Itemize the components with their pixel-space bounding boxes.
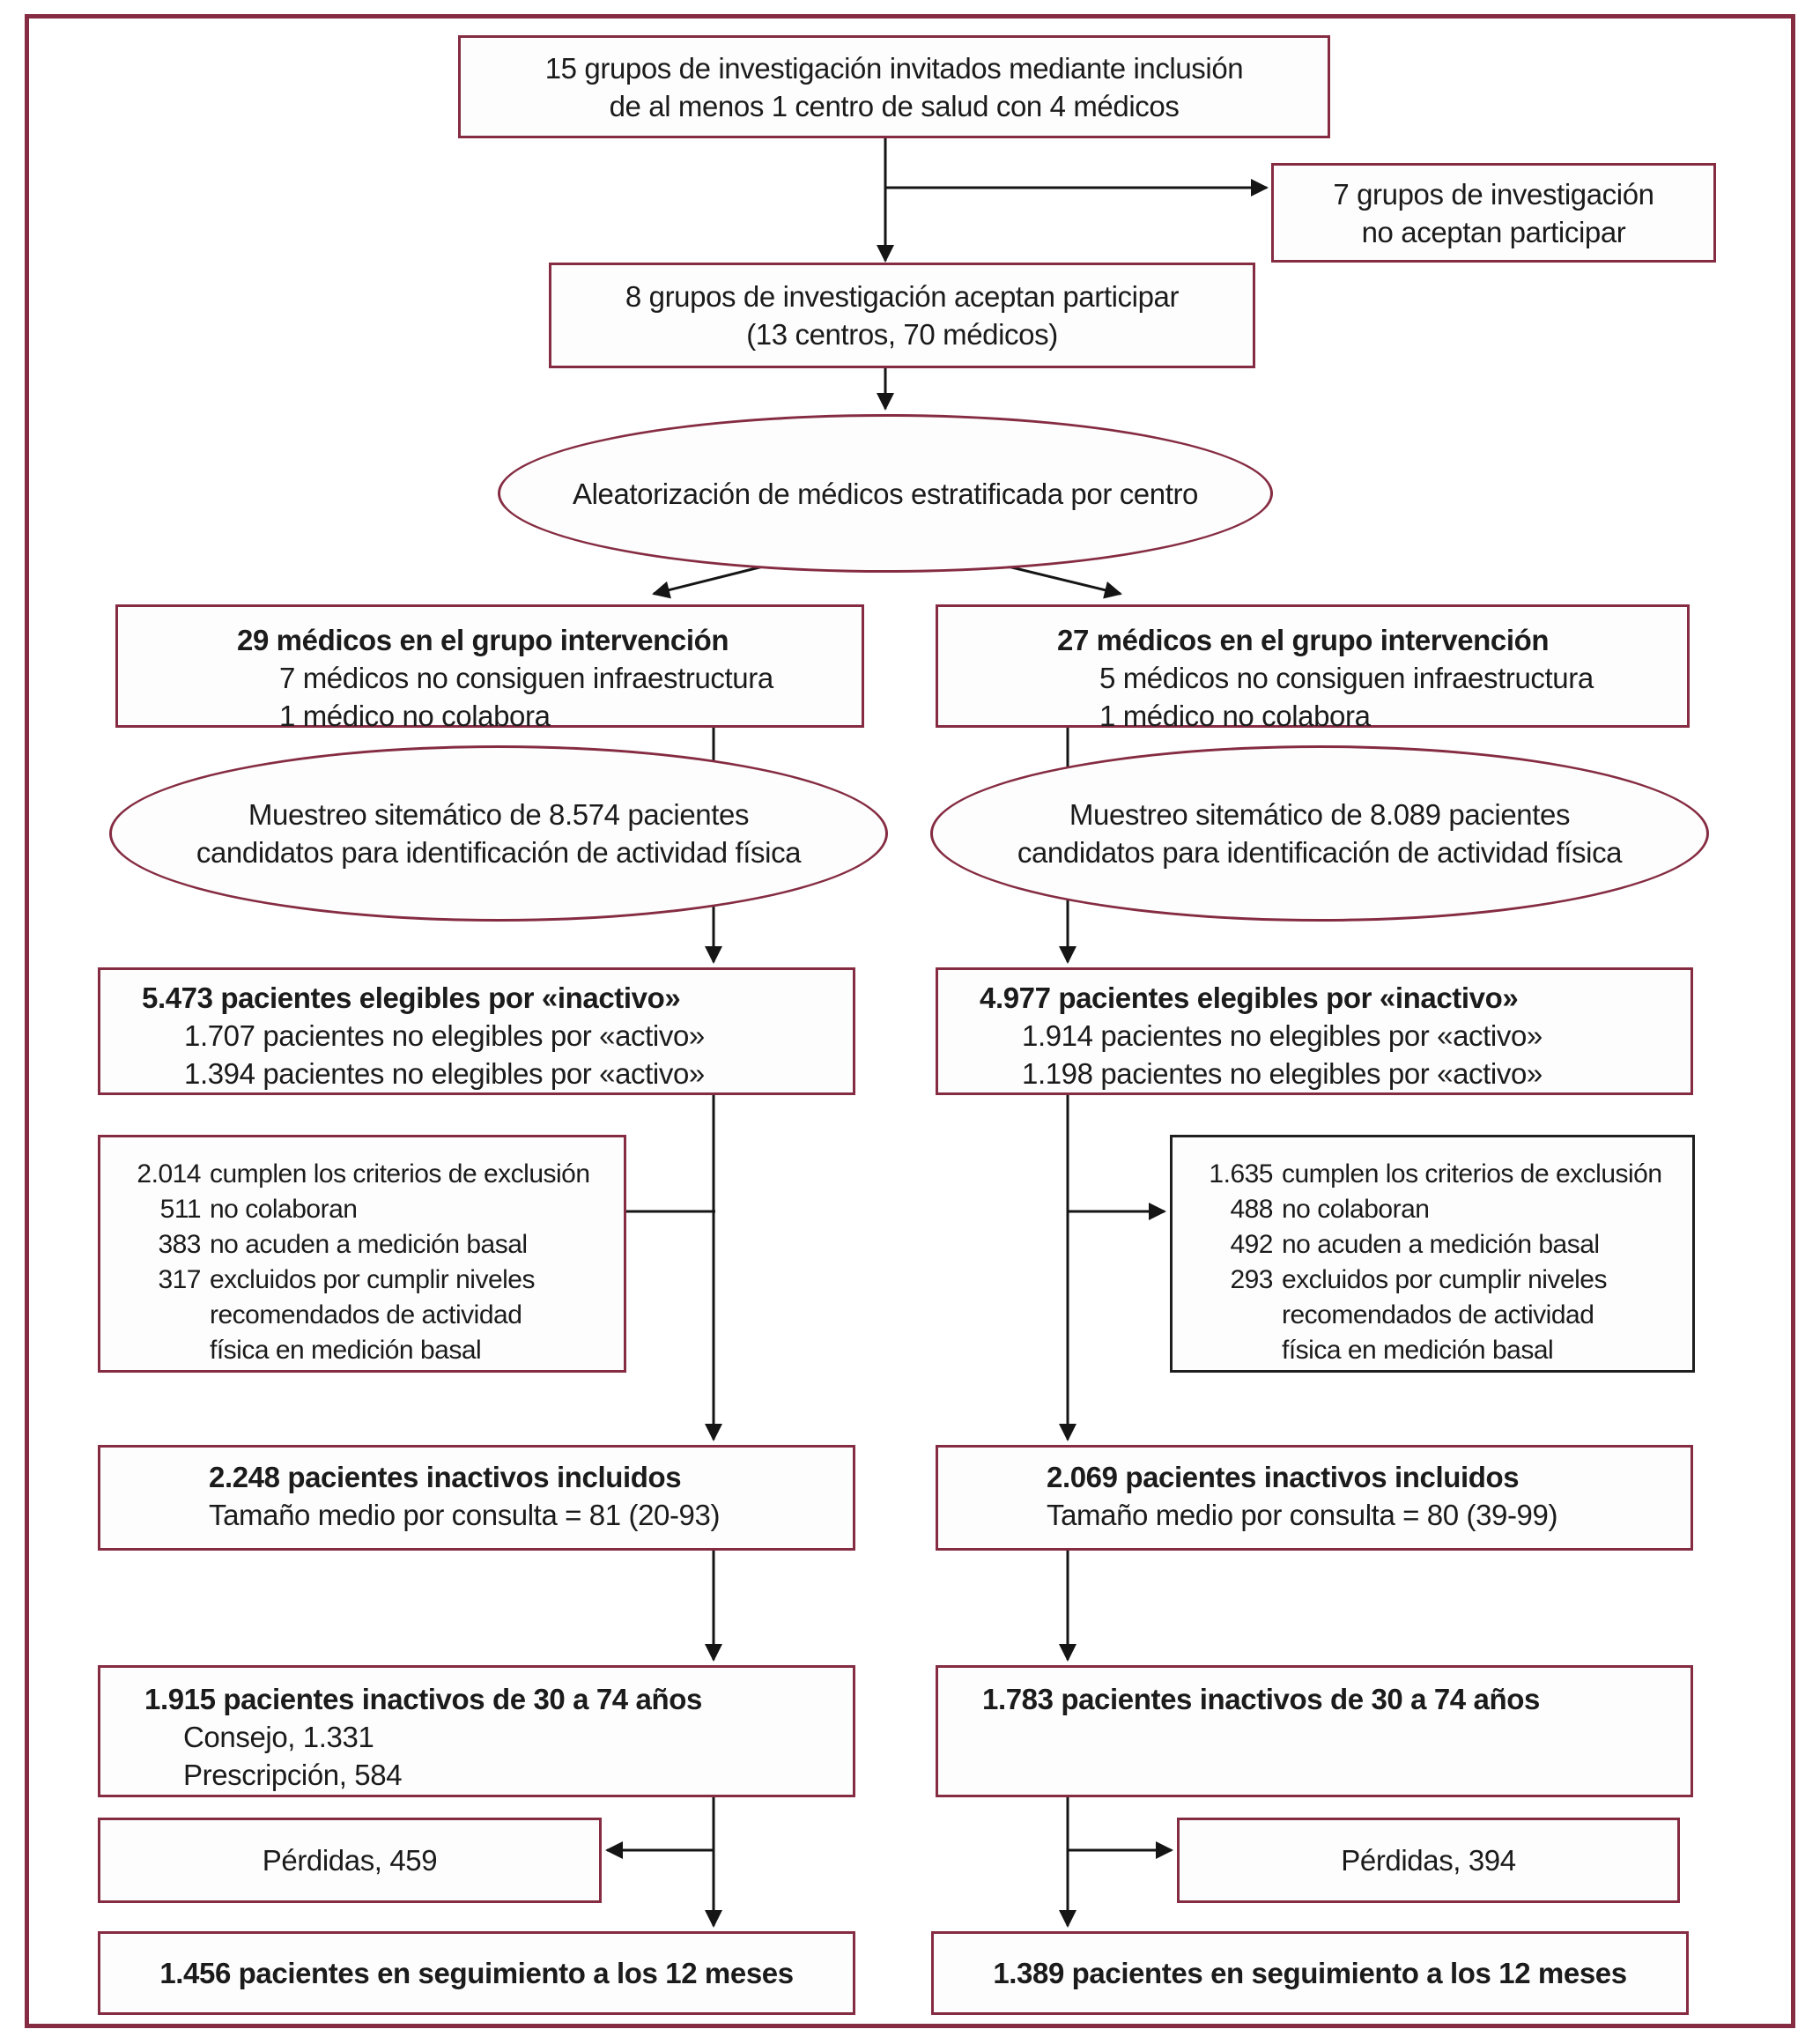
row-number: 2.014 <box>137 1159 201 1189</box>
node-left-eligible: 5.473 pacientes elegibles por «inactivo»… <box>98 967 855 1095</box>
text-line: candidatos para identificación de activi… <box>196 836 802 869</box>
excluded-row: recomendados de actividad <box>1199 1298 1692 1333</box>
node-title: 1.915 pacientes inactivos de 30 a 74 año… <box>144 1683 702 1715</box>
row-text: excluidos por cumplir niveles <box>1282 1265 1608 1294</box>
row-number: 488 <box>1230 1195 1273 1224</box>
node-title: 2.248 pacientes inactivos incluidos <box>209 1461 682 1493</box>
text-line: Aleatorización de médicos estratificada … <box>572 477 1199 510</box>
text-line: 7 grupos de investigación <box>1333 177 1654 211</box>
node-left-sampling: Muestreo sitemático de 8.574 pacientes c… <box>109 745 888 922</box>
text-line: 1.707 pacientes no elegibles por «activo… <box>184 1019 705 1052</box>
excluded-row: física en medición basal <box>1199 1333 1692 1368</box>
text-line: Consejo, 1.331 <box>183 1721 374 1753</box>
node-title: 27 médicos en el grupo intervención <box>1057 624 1550 656</box>
node-title: 2.069 pacientes inactivos incluidos <box>1047 1461 1520 1493</box>
row-number: 1.635 <box>1209 1159 1273 1189</box>
row-text: recomendados de actividad <box>210 1300 522 1329</box>
row-number: 511 <box>159 1195 202 1224</box>
text-line: Tamaño medio por consulta = 80 (39-99) <box>1047 1499 1558 1531</box>
node-right-followup: 1.389 pacientes en seguimiento a los 12 … <box>931 1931 1689 2015</box>
row-text: cumplen los criterios de exclusión <box>1282 1159 1662 1189</box>
node-left-included: 2.248 pacientes inactivos incluidos Tama… <box>98 1445 855 1551</box>
node-left-losses: Pérdidas, 459 <box>98 1818 602 1903</box>
text-line: Prescripción, 584 <box>183 1759 403 1791</box>
row-text: no acuden a medición basal <box>210 1230 528 1259</box>
excluded-row: 317 excluidos por cumplir niveles <box>127 1263 624 1298</box>
node-left-age: 1.915 pacientes inactivos de 30 a 74 año… <box>98 1665 855 1797</box>
node-title: 29 médicos en el grupo intervención <box>237 624 729 656</box>
arrow-randomization-to-left-group <box>652 562 774 599</box>
arrow-randomization-to-right-group <box>996 562 1122 599</box>
node-left-followup: 1.456 pacientes en seguimiento a los 12 … <box>98 1931 855 2015</box>
text-line: Muestreo sitemático de 8.574 pacientes <box>248 798 750 831</box>
node-title: 1.456 pacientes en seguimiento a los 12 … <box>159 1957 794 1989</box>
text-line: 7 médicos no consiguen infraestructura <box>279 662 773 694</box>
node-invited: 15 grupos de investigación invitados med… <box>458 35 1330 138</box>
text-line: 8 grupos de investigación aceptan partic… <box>625 280 1180 313</box>
node-right-included: 2.069 pacientes inactivos incluidos Tama… <box>936 1445 1693 1551</box>
node-title: 1.783 pacientes inactivos de 30 a 74 año… <box>982 1683 1540 1715</box>
node-right-group: 27 médicos en el grupo intervención 5 mé… <box>936 604 1690 732</box>
text-line: 15 grupos de investigación invitados med… <box>544 51 1244 85</box>
node-left-group: 29 médicos en el grupo intervención 7 mé… <box>115 604 864 732</box>
text-line: 1 médico no colabora <box>279 700 551 732</box>
excluded-row: física en medición basal <box>127 1333 624 1368</box>
node-right-sampling: Muestreo sitemático de 8.089 pacientes c… <box>930 745 1709 922</box>
row-text: cumplen los criterios de exclusión <box>210 1159 590 1189</box>
row-text: física en medición basal <box>1282 1336 1554 1365</box>
node-title: 1.389 pacientes en seguimiento a los 12 … <box>993 1957 1627 1989</box>
excluded-row: 2.014 cumplen los criterios de exclusión <box>127 1157 624 1192</box>
row-number: 317 <box>158 1265 201 1294</box>
row-number: 383 <box>158 1230 201 1259</box>
node-right-eligible: 4.977 pacientes elegibles por «inactivo»… <box>936 967 1693 1095</box>
node-title: 4.977 pacientes elegibles por «inactivo» <box>980 981 1519 1014</box>
row-text: no colaboran <box>1282 1195 1430 1224</box>
excluded-row: recomendados de actividad <box>127 1298 624 1333</box>
row-text: excluidos por cumplir niveles <box>210 1265 536 1294</box>
excluded-row: 293 excluidos por cumplir niveles <box>1199 1263 1692 1298</box>
row-text: no colaboran <box>210 1195 358 1224</box>
excluded-row: 511 no colaboran <box>127 1192 624 1227</box>
text-line: Muestreo sitemático de 8.089 pacientes <box>1069 798 1571 831</box>
node-accepted: 8 grupos de investigación aceptan partic… <box>549 263 1255 368</box>
text-line: 5 médicos no consiguen infraestructura <box>1099 662 1594 694</box>
excluded-row: 492 no acuden a medición basal <box>1199 1227 1692 1263</box>
row-number: 293 <box>1230 1265 1273 1294</box>
row-text: no acuden a medición basal <box>1282 1230 1600 1259</box>
row-text: recomendados de actividad <box>1282 1300 1594 1329</box>
text-line: 1 médico no colabora <box>1099 700 1371 732</box>
text-line: 1.198 pacientes no elegibles por «activo… <box>1022 1057 1543 1090</box>
text-line: candidatos para identificación de activi… <box>1017 836 1623 869</box>
text-line: no aceptan participar <box>1361 215 1626 248</box>
node-right-losses: Pérdidas, 394 <box>1177 1818 1680 1903</box>
connectors <box>605 138 1269 1928</box>
node-title: 5.473 pacientes elegibles por «inactivo» <box>142 981 681 1014</box>
text-line: Pérdidas, 394 <box>1341 1844 1516 1877</box>
node-right-age: 1.783 pacientes inactivos de 30 a 74 año… <box>936 1665 1693 1797</box>
excluded-row: 383 no acuden a medición basal <box>127 1227 624 1263</box>
row-text: física en medición basal <box>210 1336 482 1365</box>
text-line: Tamaño medio por consulta = 81 (20-93) <box>209 1499 721 1531</box>
text-line: 1.914 pacientes no elegibles por «activo… <box>1022 1019 1543 1052</box>
node-randomization: Aleatorización de médicos estratificada … <box>498 414 1273 573</box>
text-line: Pérdidas, 459 <box>262 1844 438 1877</box>
excluded-row: 488 no colaboran <box>1199 1192 1692 1227</box>
row-number: 492 <box>1230 1230 1273 1259</box>
text-line: de al menos 1 centro de salud con 4 médi… <box>609 89 1180 122</box>
excluded-row: 1.635 cumplen los criterios de exclusión <box>1199 1157 1692 1192</box>
text-line: (13 centros, 70 médicos) <box>746 318 1058 351</box>
text-line: 1.394 pacientes no elegibles por «activo… <box>184 1057 705 1090</box>
node-declined: 7 grupos de investigación no aceptan par… <box>1271 163 1716 263</box>
outer-frame <box>25 14 1795 2028</box>
